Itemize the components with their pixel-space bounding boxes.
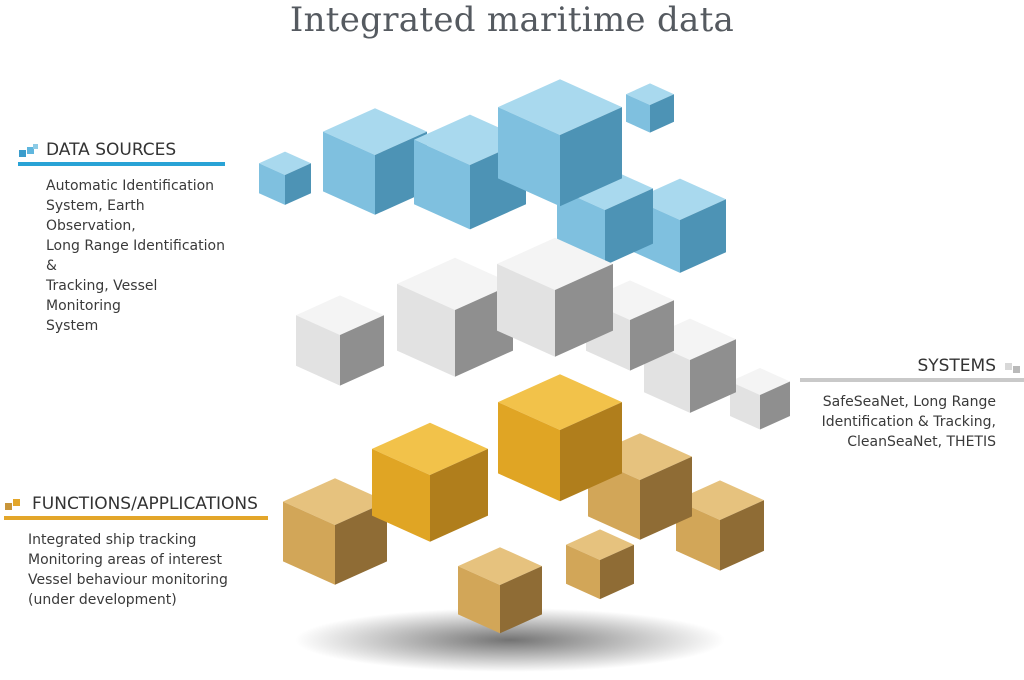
data-sources-text: Automatic Identification System, Earth O… xyxy=(18,176,228,336)
text-line: Integrated ship tracking xyxy=(28,532,197,548)
text-line: (under development) xyxy=(28,592,177,608)
data-sources-label: DATA SOURCES xyxy=(46,140,177,160)
text-line: CleanSeaNet, THETIS xyxy=(847,434,996,450)
cube xyxy=(283,478,387,585)
cube xyxy=(497,237,613,357)
cube xyxy=(458,547,542,634)
text-line: System, Earth Observation, xyxy=(46,198,145,234)
text-line: Vessel behaviour monitoring xyxy=(28,572,228,588)
cube xyxy=(259,151,311,205)
cube xyxy=(372,422,488,542)
text-line: Identification & Tracking, xyxy=(821,414,996,430)
systems-label: SYSTEMS xyxy=(917,356,996,376)
text-line: SafeSeaNet, Long Range xyxy=(822,394,996,410)
cube-bullet-icon xyxy=(4,497,26,511)
cube-bullet-icon xyxy=(18,143,40,157)
text-line: Long Range Identification & xyxy=(46,238,225,274)
cube-bullet-icon xyxy=(1002,359,1024,373)
diagram-title: Integrated maritime data xyxy=(289,0,735,40)
cube xyxy=(323,108,427,215)
text-line: Monitoring areas of interest xyxy=(28,552,222,568)
systems-rule xyxy=(800,378,1024,382)
cube xyxy=(397,257,513,377)
cube xyxy=(730,368,790,430)
cube xyxy=(676,480,764,571)
text-line: System xyxy=(46,318,99,334)
data-sources-section: DATA SOURCES Automatic Identification Sy… xyxy=(18,140,228,336)
cube xyxy=(566,529,634,600)
systems-text: SafeSeaNet, Long Range Identification & … xyxy=(800,392,1024,452)
cube xyxy=(498,79,622,207)
text-line: Tracking, Vessel Monitoring xyxy=(46,278,158,314)
functions-rule xyxy=(4,516,268,520)
systems-section: SYSTEMS SafeSeaNet, Long Range Identific… xyxy=(800,356,1024,452)
cube xyxy=(296,295,384,386)
text-line: Automatic Identification xyxy=(46,178,215,194)
functions-label: FUNCTIONS/APPLICATIONS xyxy=(32,494,258,514)
cube xyxy=(626,83,674,133)
functions-text: Integrated ship tracking Monitoring area… xyxy=(4,530,274,610)
cube xyxy=(634,178,726,273)
data-sources-rule xyxy=(18,162,225,166)
cube xyxy=(498,374,622,502)
cube-shadow xyxy=(295,608,725,672)
functions-section: FUNCTIONS/APPLICATIONS Integrated ship t… xyxy=(4,494,274,610)
